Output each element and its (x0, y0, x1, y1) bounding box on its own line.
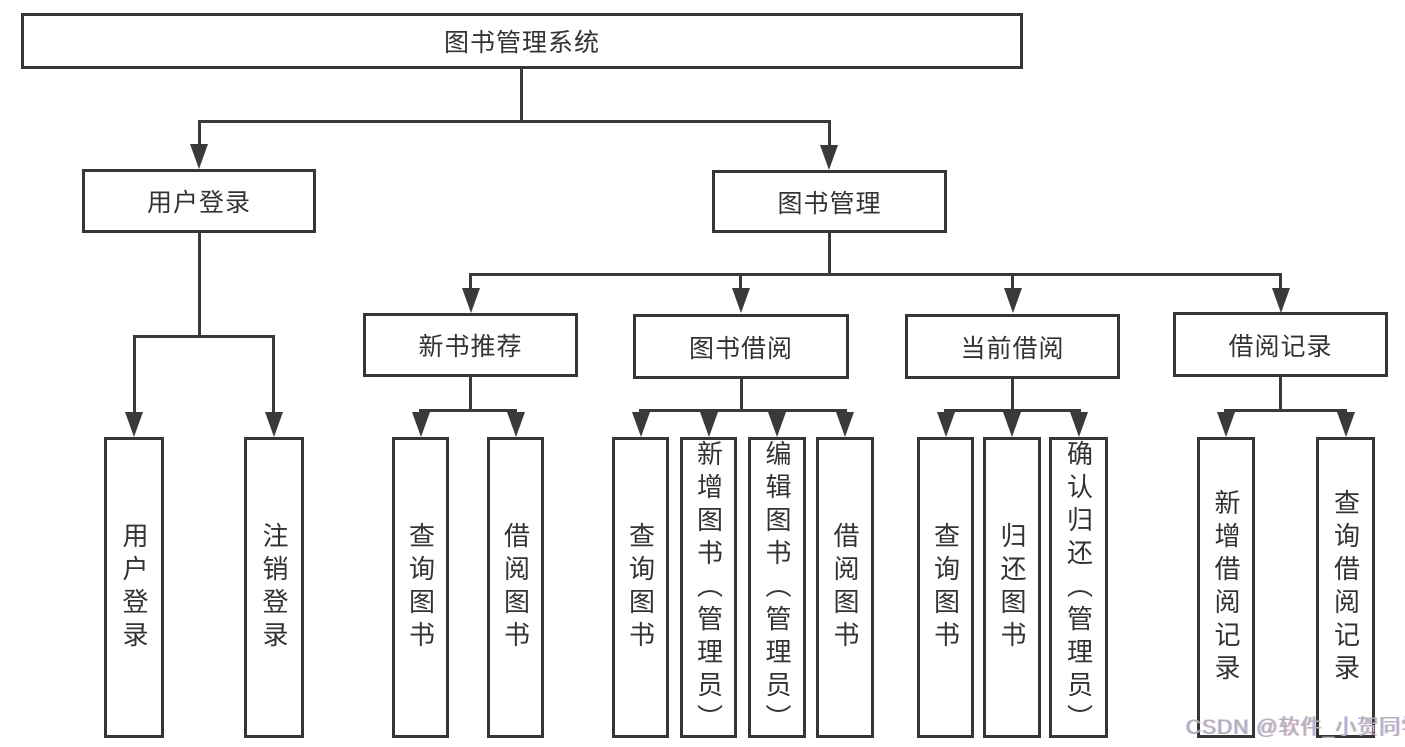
connector-line (272, 335, 275, 415)
arrowhead-down (820, 145, 838, 170)
arrowhead-down (1217, 412, 1235, 437)
arrowhead-down (732, 288, 750, 313)
arrowhead-down (125, 412, 143, 437)
connector-line (469, 273, 1282, 276)
connector-line (520, 69, 523, 122)
arrowhead-down (700, 412, 718, 437)
arrowhead-down (1003, 412, 1021, 437)
arrowhead-down (1337, 412, 1355, 437)
node-current-borrowing: 当前借阅 (905, 314, 1120, 379)
arrowhead-down (265, 412, 283, 437)
arrowhead-down (462, 288, 480, 313)
leaf-confirm-return-admin: 确认归还（管理员） (1049, 437, 1108, 738)
arrowhead-down (1070, 412, 1088, 437)
leaf-borrow-books-borrowing: 借阅图书 (816, 437, 874, 738)
connector-line (1224, 409, 1347, 412)
node-root: 图书管理系统 (21, 13, 1023, 69)
connector-line (828, 233, 831, 275)
node-borrowing-records: 借阅记录 (1173, 312, 1388, 377)
leaf-logout: 注销登录 (244, 437, 304, 738)
node-new-book-recommend: 新书推荐 (363, 313, 578, 377)
watermark: CSDN @软件_小贺同学 (1186, 716, 1405, 739)
connector-line (1279, 273, 1282, 290)
connector-line (198, 120, 831, 123)
arrowhead-down (1272, 288, 1290, 313)
node-user-login: 用户登录 (82, 169, 316, 233)
leaf-add-book-admin: 新增图书（管理员） (680, 437, 737, 738)
node-book-borrowing: 图书借阅 (633, 314, 849, 379)
connector-line (198, 233, 201, 337)
connector-line (739, 273, 742, 290)
connector-line (133, 335, 275, 338)
arrowhead-down (190, 144, 208, 169)
connector-line (469, 377, 472, 411)
arrowhead-down (507, 412, 525, 437)
leaf-query-books-current: 查询图书 (917, 437, 974, 738)
arrowhead-down (768, 412, 786, 437)
leaf-query-books-borrowing: 查询图书 (612, 437, 669, 738)
connector-line (1279, 377, 1282, 411)
connector-line (133, 335, 136, 415)
connector-line (944, 409, 1081, 412)
leaf-edit-book-admin: 编辑图书（管理员） (748, 437, 806, 738)
leaf-user-login: 用户登录 (104, 437, 164, 738)
arrowhead-down (836, 412, 854, 437)
leaf-query-borrow-record: 查询借阅记录 (1316, 437, 1375, 738)
connector-line (740, 378, 743, 411)
connector-line (419, 409, 517, 412)
connector-line (1011, 273, 1014, 290)
leaf-add-borrow-record: 新增借阅记录 (1197, 437, 1255, 738)
arrowhead-down (937, 412, 955, 437)
connector-line (198, 120, 201, 147)
leaf-query-books-recommend: 查询图书 (392, 437, 449, 738)
arrowhead-down (412, 412, 430, 437)
arrowhead-down (632, 412, 650, 437)
connector-line (639, 409, 847, 412)
arrowhead-down (1004, 288, 1022, 313)
leaf-borrow-books-recommend: 借阅图书 (487, 437, 544, 738)
leaf-return-books: 归还图书 (983, 437, 1041, 738)
connector-line (828, 120, 831, 148)
connector-line (469, 273, 472, 290)
connector-line (1011, 378, 1014, 411)
node-book-management: 图书管理 (712, 170, 947, 233)
